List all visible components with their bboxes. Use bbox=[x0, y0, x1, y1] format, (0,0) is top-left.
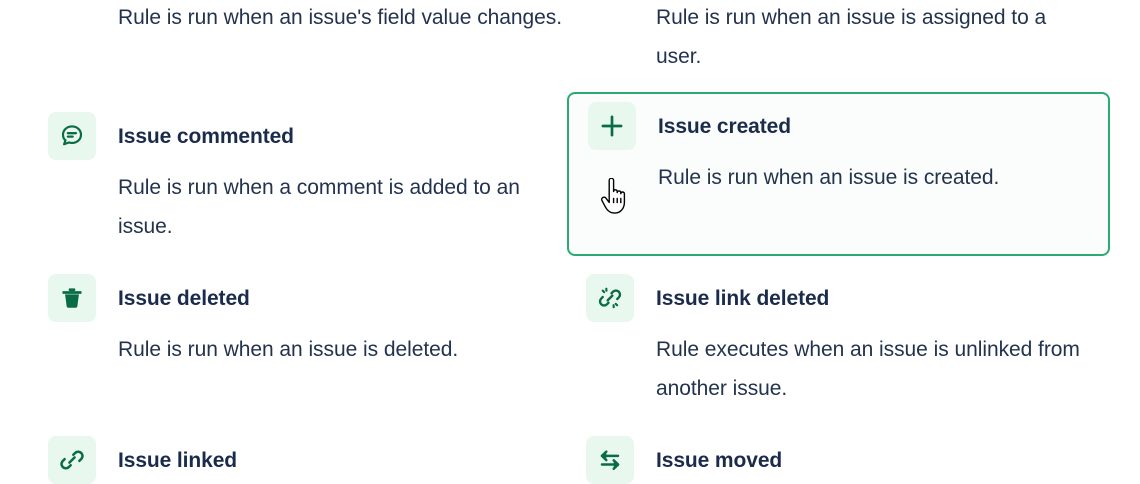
trigger-item-description: Rule is run when a comment is added to a… bbox=[118, 176, 520, 238]
trigger-item-header: Issue link deleted bbox=[586, 274, 1086, 322]
trigger-item-description: Rule executes when an issue is unlinked … bbox=[656, 338, 1080, 400]
plus-icon bbox=[588, 102, 636, 150]
trigger-column-right: Rule is run when an issue is assigned to… bbox=[570, 0, 1140, 484]
trigger-item-header: Issue moved bbox=[586, 436, 1086, 484]
trigger-item-description: Rule is run when an issue is created. bbox=[658, 166, 1000, 189]
trigger-item-issue-link-deleted[interactable]: Issue link deleted Rule executes when an… bbox=[586, 274, 1086, 408]
trigger-item-header: Issue deleted bbox=[48, 274, 548, 322]
trigger-item-header: Issue created bbox=[588, 102, 1088, 150]
trigger-item-header: Issue linked bbox=[48, 436, 548, 484]
partial-description-left: Rule is run when an issue's field value … bbox=[118, 6, 563, 29]
partial-description-right: Rule is run when an issue is assigned to… bbox=[656, 6, 1047, 68]
trigger-item-title: Issue created bbox=[658, 115, 791, 138]
swap-arrows-icon bbox=[586, 436, 634, 484]
trigger-item-issue-created[interactable]: Issue created Rule is run when an issue … bbox=[588, 102, 1088, 197]
trigger-item-title: Issue linked bbox=[118, 449, 238, 472]
trigger-item-header: Issue commented bbox=[48, 112, 548, 160]
trigger-item-description: Rule is run when an issue is deleted. bbox=[118, 338, 459, 361]
trigger-item-issue-commented[interactable]: Issue commented Rule is run when a comme… bbox=[48, 112, 548, 246]
trigger-item-title: Issue moved bbox=[656, 449, 783, 472]
comment-icon bbox=[48, 112, 96, 160]
link-icon bbox=[48, 436, 96, 484]
trigger-item-issue-moved[interactable]: Issue moved bbox=[586, 436, 1086, 484]
trigger-column-left: Rule is run when an issue's field value … bbox=[0, 0, 570, 484]
trash-icon bbox=[48, 274, 96, 322]
trigger-item-issue-deleted[interactable]: Issue deleted Rule is run when an issue … bbox=[48, 274, 548, 369]
broken-link-icon bbox=[586, 274, 634, 322]
trigger-item-issue-created-selected[interactable]: Issue created Rule is run when an issue … bbox=[567, 92, 1110, 256]
trigger-item-issue-linked[interactable]: Issue linked bbox=[48, 436, 548, 484]
trigger-item-title: Issue link deleted bbox=[656, 287, 830, 310]
trigger-item-title: Issue commented bbox=[118, 125, 294, 148]
trigger-item-title: Issue deleted bbox=[118, 287, 250, 310]
